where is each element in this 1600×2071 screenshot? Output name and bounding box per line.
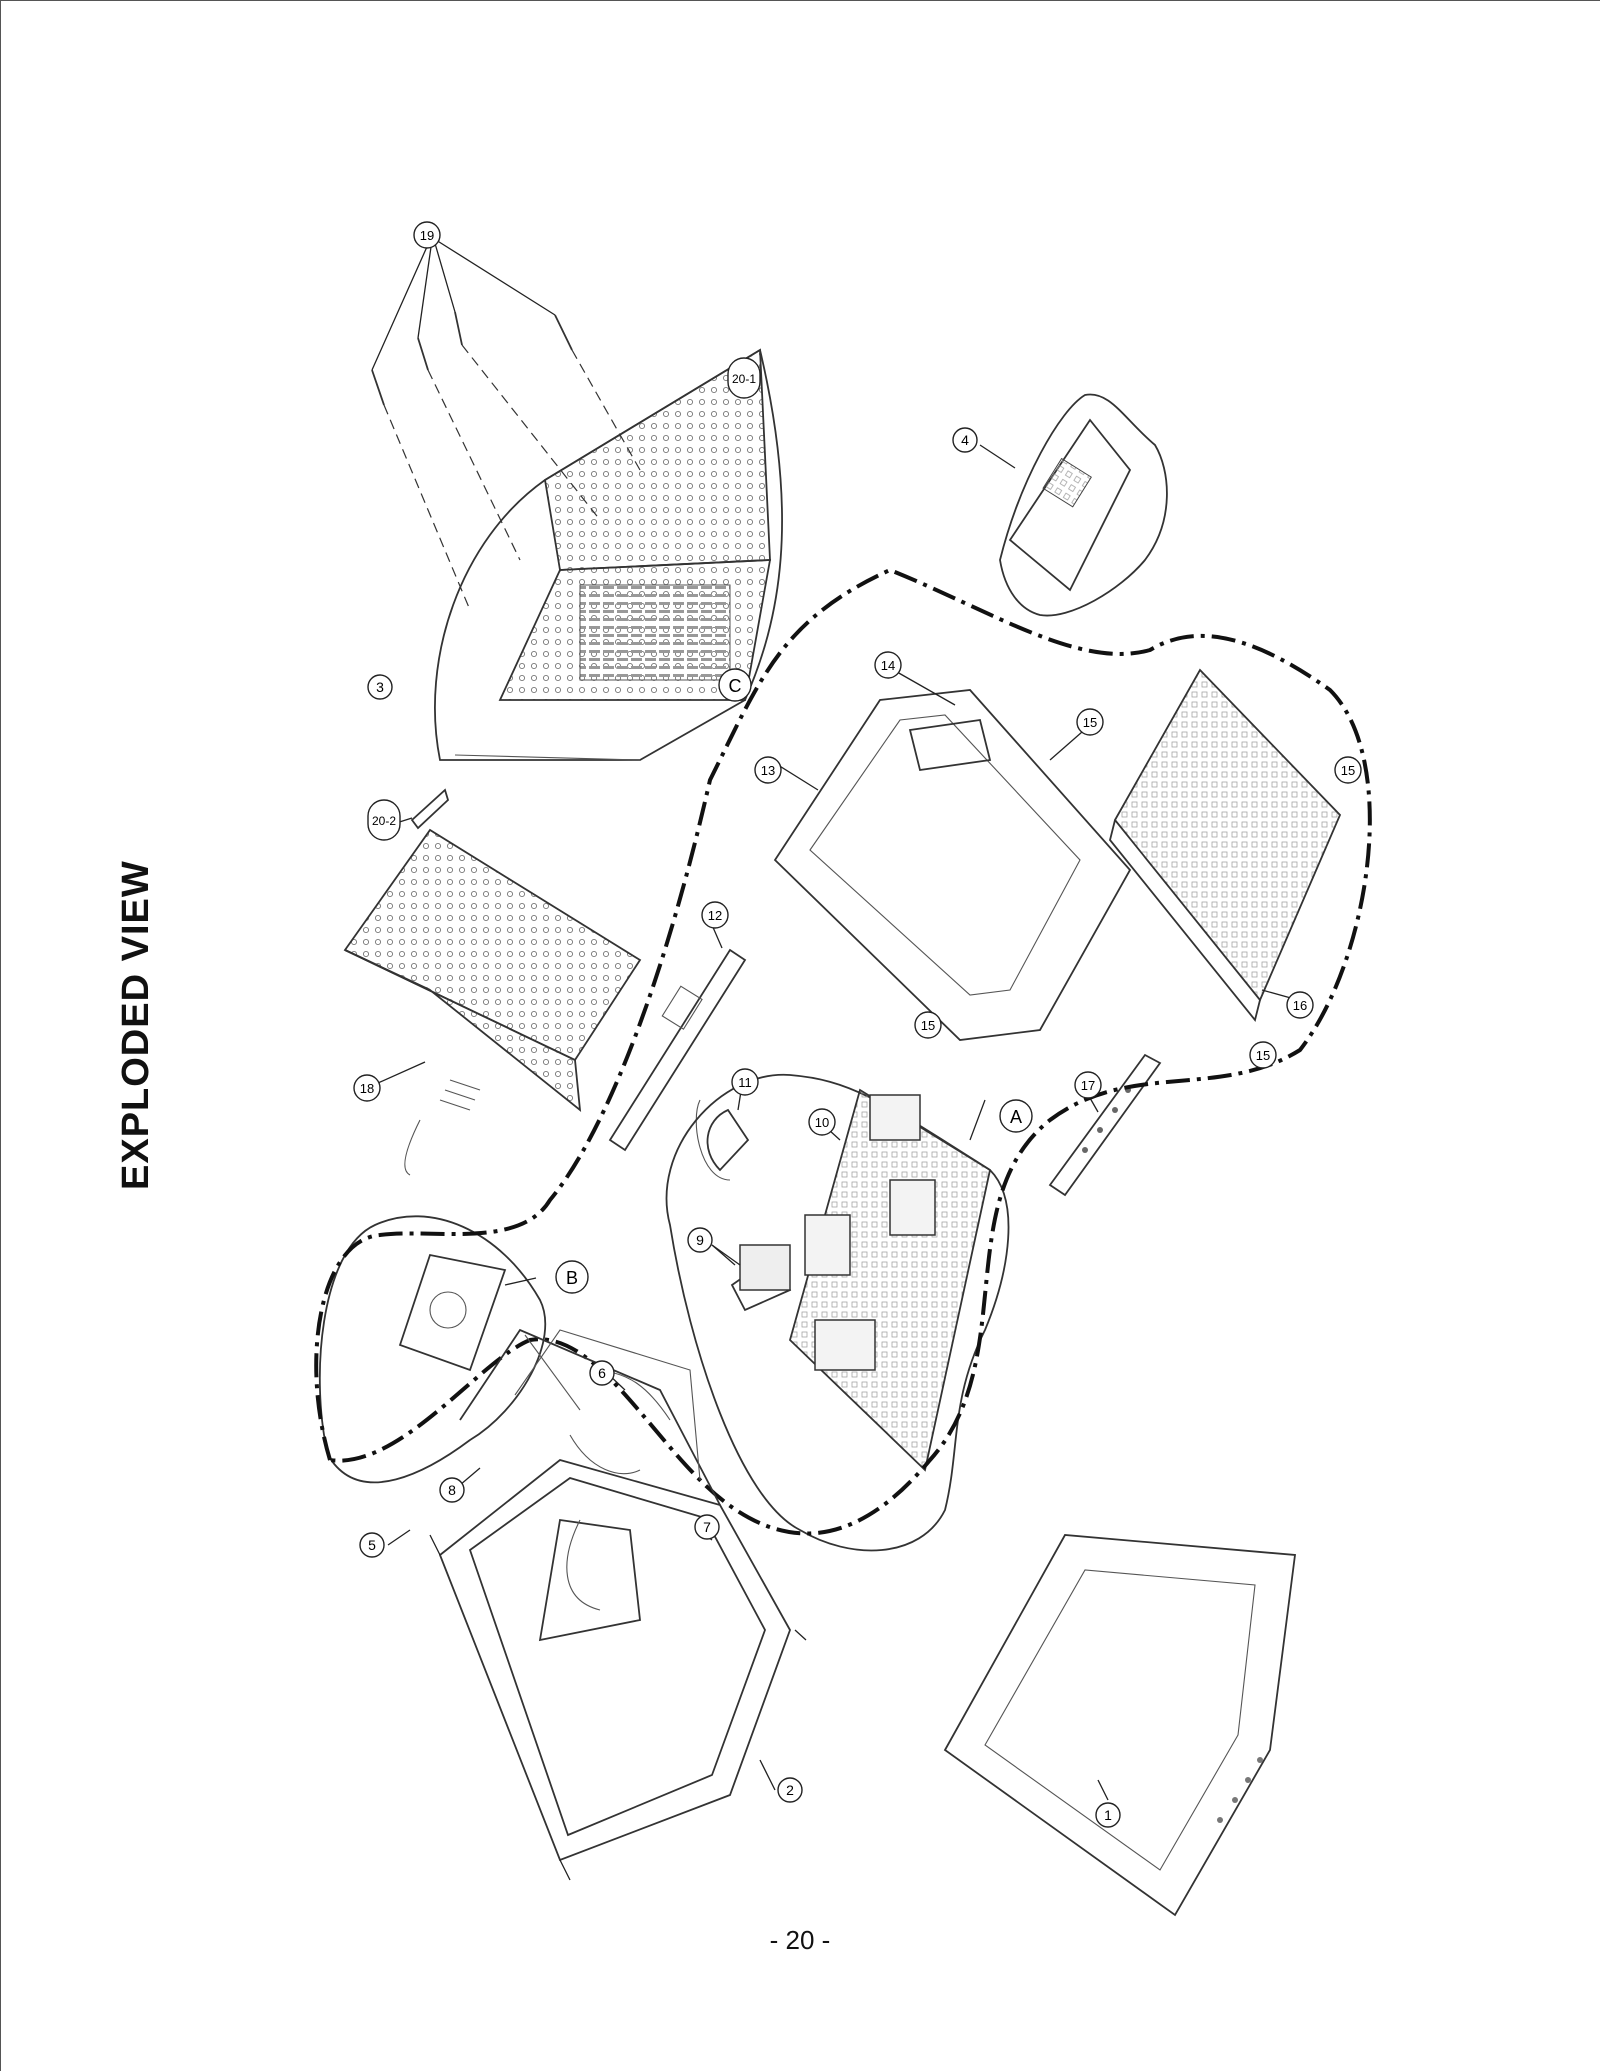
callout-4: 4	[952, 427, 978, 453]
chassis-frame-13-14	[769, 667, 1132, 1041]
callout-12: 12	[701, 901, 729, 929]
callout-15-a: 15	[1076, 708, 1104, 736]
svg-text:2: 2	[786, 1782, 794, 1798]
svg-text:C: C	[729, 676, 742, 696]
group-c-outline	[314, 567, 1372, 1536]
svg-text:19: 19	[420, 228, 434, 243]
callout-3: 3	[367, 674, 393, 700]
svg-text:1: 1	[1104, 1807, 1112, 1823]
callout-8: 8	[439, 1477, 465, 1503]
callout-17: 17	[1074, 1071, 1102, 1099]
callout-2: 2	[777, 1777, 803, 1803]
svg-text:14: 14	[881, 658, 895, 673]
callout-11: 11	[731, 1068, 759, 1096]
svg-text:11: 11	[738, 1075, 752, 1090]
front-bezel-1	[943, 1534, 1297, 1917]
transformer-9-10	[711, 1244, 791, 1291]
shield-18	[343, 828, 642, 1176]
callout-15-c: 15	[1334, 756, 1362, 784]
svg-text:18: 18	[360, 1081, 374, 1096]
svg-text:B: B	[566, 1268, 578, 1288]
svg-text:17: 17	[1081, 1078, 1095, 1093]
stand-4	[979, 393, 1168, 617]
callout-c: C	[718, 668, 752, 702]
crt-assembly	[387, 1328, 807, 1881]
svg-text:13: 13	[761, 763, 775, 778]
page-number: - 20 -	[769, 1925, 831, 1955]
svg-text:16: 16	[1293, 998, 1307, 1013]
svg-text:3: 3	[376, 679, 384, 695]
svg-text:12: 12	[708, 908, 722, 923]
front-board-17	[1048, 1053, 1162, 1197]
callout-10: 10	[808, 1108, 836, 1136]
svg-text:20-1: 20-1	[732, 372, 756, 386]
callout-13: 13	[754, 756, 782, 784]
svg-text:7: 7	[703, 1519, 711, 1535]
callout-14: 14	[874, 651, 902, 679]
svg-text:20-2: 20-2	[372, 814, 396, 828]
callout-1: 1	[1095, 1802, 1121, 1828]
cable-11	[695, 1084, 750, 1181]
callout-7: 7	[694, 1514, 720, 1540]
callout-6: 6	[589, 1360, 615, 1386]
callout-15-d: 15	[1249, 1041, 1277, 1069]
callout-19: 19	[413, 221, 441, 249]
bracket-12	[608, 924, 747, 1152]
svg-text:15: 15	[1341, 763, 1355, 778]
main-board-group-a	[665, 1074, 1010, 1552]
callout-9: 9	[687, 1227, 713, 1253]
rear-cover	[434, 348, 783, 761]
callout-20-1: 20-1	[727, 357, 761, 399]
svg-text:10: 10	[815, 1115, 829, 1130]
callout-20-2: 20-2	[367, 799, 401, 841]
svg-text:A: A	[1010, 1107, 1022, 1127]
power-module-group-b	[318, 1215, 546, 1484]
svg-text:8: 8	[448, 1482, 456, 1498]
svg-text:15: 15	[1256, 1048, 1270, 1063]
callout-16: 16	[1286, 991, 1314, 1019]
callout-b: B	[555, 1260, 589, 1294]
callout-15-b: 15	[914, 1011, 942, 1039]
svg-text:9: 9	[696, 1232, 704, 1248]
callout-5: 5	[359, 1532, 385, 1558]
svg-text:5: 5	[368, 1537, 376, 1553]
svg-text:4: 4	[961, 432, 969, 448]
callout-18: 18	[353, 1074, 381, 1102]
base-plate-16	[1109, 668, 1342, 1022]
svg-text:15: 15	[921, 1018, 935, 1033]
screws-19	[371, 239, 641, 611]
callout-a: A	[999, 1099, 1033, 1133]
svg-text:6: 6	[598, 1365, 606, 1381]
svg-text:15: 15	[1083, 715, 1097, 730]
